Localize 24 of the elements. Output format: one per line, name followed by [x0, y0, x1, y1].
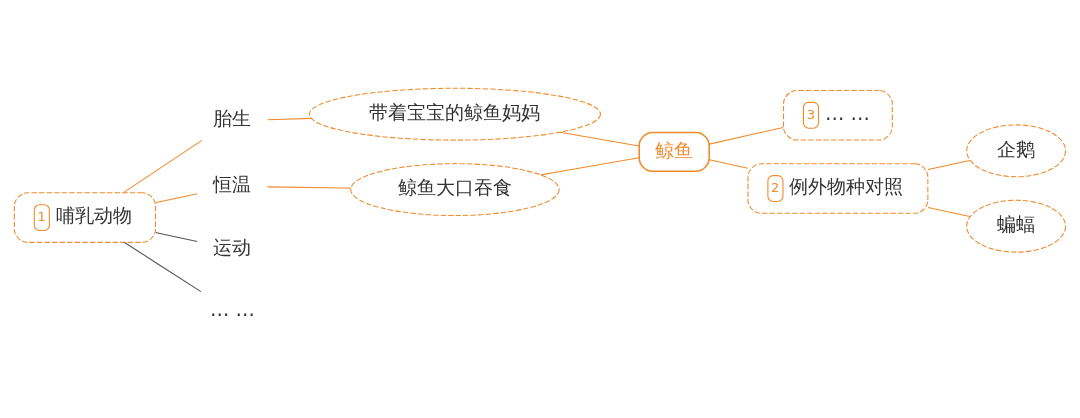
node-text: … … — [210, 297, 255, 321]
connector — [559, 131, 640, 146]
node-text: 恒温 — [213, 172, 252, 196]
connector — [927, 206, 971, 217]
connector — [155, 192, 198, 203]
connector — [124, 241, 202, 292]
node-ellipse: 蝙蝠 — [966, 199, 1067, 253]
connector — [709, 158, 749, 169]
connector — [927, 159, 971, 170]
node-box: 鲸鱼 — [638, 131, 710, 172]
node-box: 1 哺乳动物 — [13, 191, 156, 243]
connector — [122, 139, 203, 193]
node-ellipse: 带着宝宝的鲸鱼妈妈 — [308, 87, 601, 141]
connector — [540, 156, 640, 175]
node-ellipse: 企鹅 — [966, 123, 1067, 177]
connector — [266, 185, 352, 189]
node-ellipse: 鲸鱼大口吞食 — [350, 162, 560, 216]
node-box: 2 例外物种对照 — [747, 162, 929, 214]
connector — [266, 117, 312, 120]
node-box: 3 … … — [782, 89, 893, 141]
connector — [155, 231, 198, 242]
node-text: 胎生 — [213, 106, 252, 130]
connector — [709, 126, 784, 145]
node-text: 运动 — [213, 235, 252, 259]
